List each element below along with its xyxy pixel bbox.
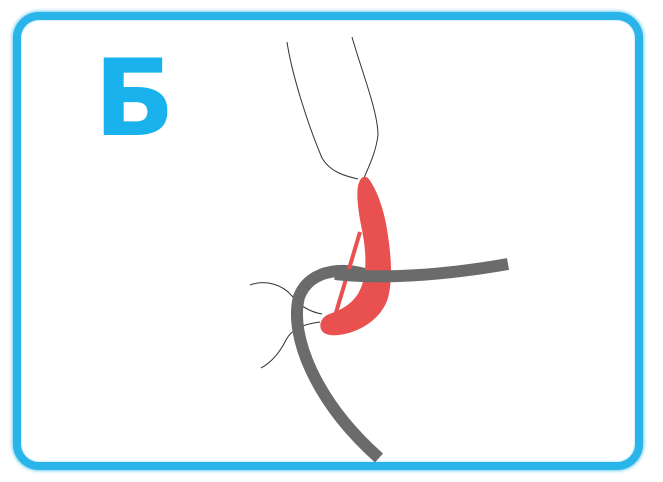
cord-horizontal bbox=[335, 264, 508, 276]
thread-left bbox=[287, 42, 358, 179]
thread-right bbox=[352, 37, 378, 178]
red-loop bbox=[320, 177, 391, 336]
